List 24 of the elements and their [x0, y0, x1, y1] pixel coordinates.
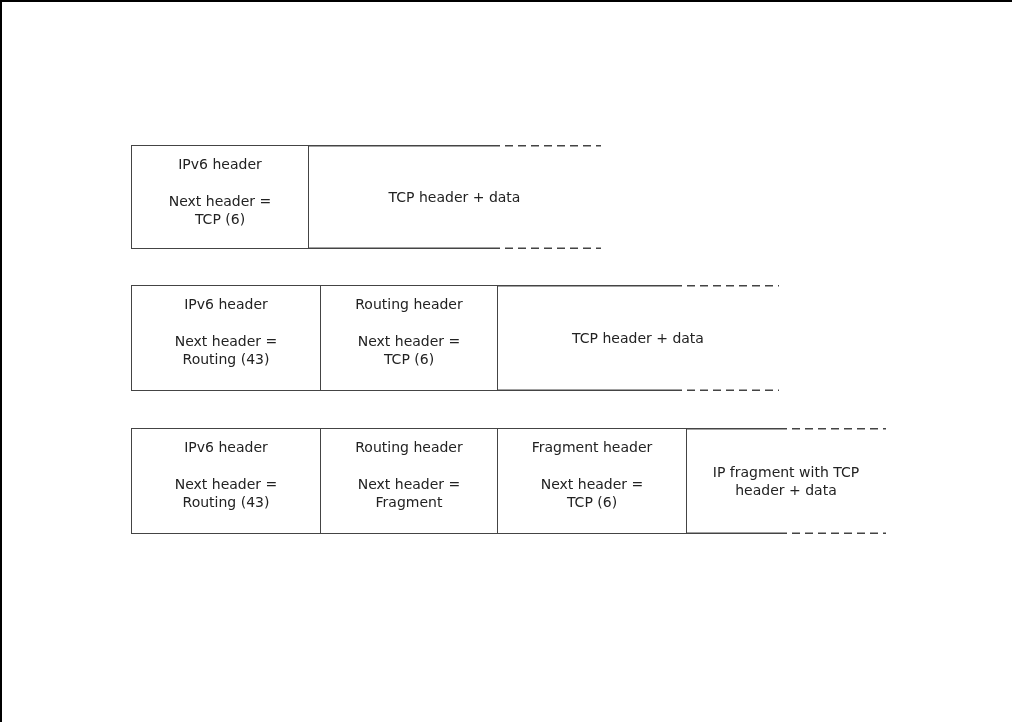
header-name: Fragment header [531, 439, 653, 455]
next-header-value: Next header = Routing (43) [173, 332, 279, 368]
header-field [320, 285, 498, 391]
next-header-value: Next header = Routing (43) [173, 475, 279, 511]
next-header-value: Next header = TCP (6) [167, 192, 273, 228]
payload-field [308, 145, 600, 249]
header-name: IPv6 header [184, 296, 268, 312]
header-name: Routing header [355, 439, 463, 455]
header-name: IPv6 header [178, 156, 262, 172]
payload-field [686, 428, 885, 534]
next-header-value: Next header = TCP (6) [356, 332, 462, 368]
payload-label: TCP header + data [388, 188, 521, 206]
payload-label: TCP header + data [572, 329, 704, 347]
header-name: Routing header [355, 296, 463, 312]
header-field [131, 428, 321, 534]
header-field [131, 285, 321, 391]
header-field [497, 428, 687, 534]
header-field [131, 145, 309, 249]
next-header-value: Next header = TCP (6) [539, 475, 645, 511]
header-field [320, 428, 498, 534]
payload-field [497, 285, 778, 391]
header-name: IPv6 header [184, 439, 268, 455]
next-header-value: Next header = Fragment [356, 475, 462, 511]
payload-label: IP fragment with TCP header + data [711, 463, 861, 499]
